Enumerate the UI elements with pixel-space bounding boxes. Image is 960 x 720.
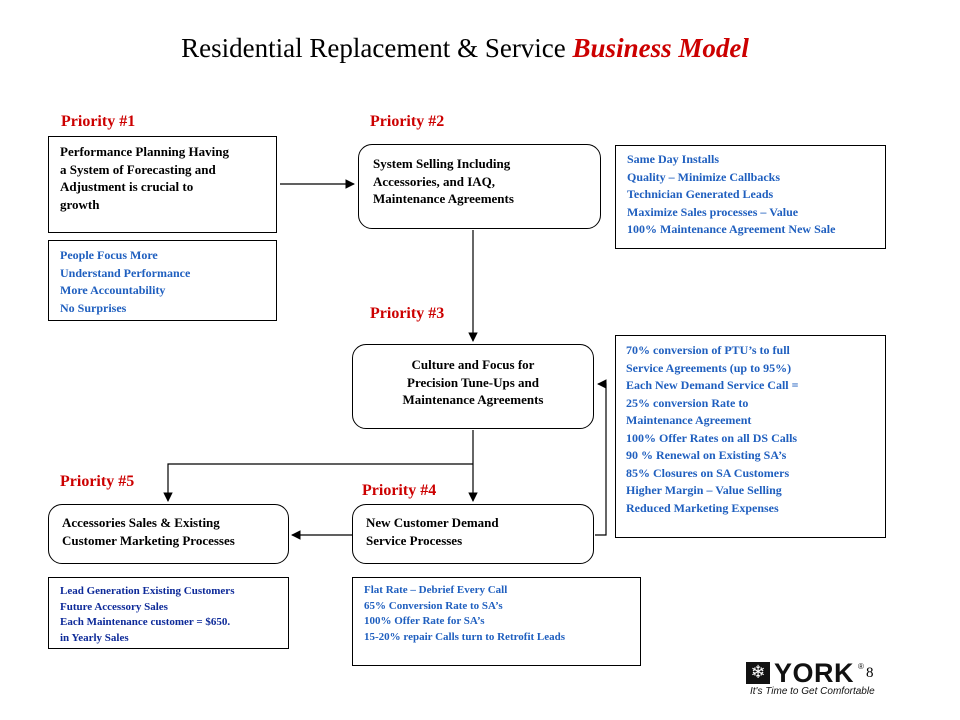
- box-line: Culture and Focus for: [411, 357, 535, 372]
- box-line: Quality – Minimize Callbacks: [627, 169, 780, 184]
- page-title: Residential Replacement & Service Busine…: [0, 30, 930, 66]
- box-line: Maximize Sales processes – Value: [627, 204, 799, 219]
- box-line: 100% Offer Rates on all DS Calls: [626, 430, 798, 445]
- box-line: 70% conversion of PTU’s to full: [626, 343, 790, 357]
- box-line: Adjustment is crucial to: [60, 179, 194, 194]
- page-number: 8: [866, 665, 874, 681]
- box-line: Same Day Installs: [627, 152, 720, 166]
- title-main: Residential Replacement & Service: [181, 33, 566, 63]
- flat-rate-box: Flat Rate – Debrief Every Call 65% Conve…: [352, 577, 641, 666]
- box-line: Reduced Marketing Expenses: [626, 500, 779, 515]
- box-line: in Yearly Sales: [60, 631, 129, 644]
- same-day-installs-box: Same Day Installs Quality – Minimize Cal…: [615, 145, 886, 249]
- box-line: Performance Planning Having: [60, 144, 229, 159]
- box-line: People Focus More: [60, 248, 158, 262]
- box-line: Service Processes: [366, 532, 463, 548]
- box-line: Flat Rate – Debrief Every Call: [364, 584, 508, 596]
- box-line: Each Maintenance customer = $650.: [60, 616, 231, 628]
- box-line: Maintenance Agreements: [402, 392, 544, 407]
- box-line: Service Agreements (up to 95%): [626, 360, 792, 375]
- york-logo: ❄ YORK ® It's Time to Get Comfortable: [744, 658, 875, 700]
- arrow-to-p5: [163, 463, 473, 502]
- priority-4-label: Priority #4: [362, 482, 437, 499]
- system-selling-box: System Selling Including Accessories, an…: [358, 144, 601, 229]
- conversion-metrics-box: 70% conversion of PTU’s to full Service …: [615, 335, 886, 538]
- box-line: Each New Demand Service Call =: [626, 378, 799, 392]
- logo-tagline: It's Time to Get Comfortable: [750, 686, 875, 697]
- box-line: Customer Marketing Processes: [62, 532, 235, 548]
- box-line: Lead Generation Existing Customers: [60, 585, 235, 597]
- box-line: Accessories Sales & Existing: [62, 515, 220, 530]
- box-line: a System of Forecasting and: [60, 161, 216, 177]
- box-line: 65% Conversion Rate to SA’s: [364, 599, 503, 612]
- snowflake-icon: ❄: [746, 662, 770, 684]
- priority-1-label: Priority #1: [61, 113, 136, 130]
- box-line: Accessories, and IAQ,: [373, 173, 496, 189]
- arrow-feedback-to-p3: [595, 379, 607, 536]
- box-line: Precision Tune-Ups and: [407, 374, 539, 390]
- box-line: 25% conversion Rate to: [626, 395, 749, 410]
- box-line: Future Accessory Sales: [60, 600, 168, 613]
- logo-word: YORK: [774, 658, 855, 688]
- box-line: New Customer Demand: [366, 515, 499, 530]
- people-focus-box: People Focus More Understand Performance…: [48, 240, 277, 321]
- box-line: 100% Offer Rate for SA’s: [364, 615, 485, 627]
- box-line: Maintenance Agreement: [626, 413, 752, 427]
- box-line: Higher Margin – Value Selling: [626, 483, 782, 497]
- box-line: 15-20% repair Calls turn to Retrofit Lea…: [364, 630, 566, 643]
- box-line: More Accountability: [60, 283, 166, 297]
- box-line: 100% Maintenance Agreement New Sale: [627, 222, 836, 236]
- box-line: 90 % Renewal on Existing SA’s: [626, 448, 787, 462]
- logo-registered-mark: ®: [858, 662, 864, 671]
- priority-3-label: Priority #3: [370, 305, 445, 322]
- new-customer-demand-box: New Customer Demand Service Processes: [352, 504, 594, 564]
- culture-focus-box: Culture and Focus for Precision Tune-Ups…: [352, 344, 594, 429]
- title-emphasis: Business Model: [572, 33, 749, 63]
- performance-planning-box: Performance Planning Having a System of …: [48, 136, 277, 233]
- box-line: No Surprises: [60, 300, 127, 315]
- lead-generation-box: Lead Generation Existing Customers Futur…: [48, 577, 289, 649]
- box-line: Understand Performance: [60, 265, 191, 280]
- box-line: Maintenance Agreements: [373, 191, 514, 206]
- accessories-sales-box: Accessories Sales & Existing Customer Ma…: [48, 504, 289, 564]
- box-line: growth: [60, 196, 100, 212]
- box-line: 85% Closures on SA Customers: [626, 465, 790, 480]
- priority-2-label: Priority #2: [370, 113, 445, 130]
- box-line: Technician Generated Leads: [627, 187, 774, 201]
- priority-5-label: Priority #5: [60, 473, 135, 490]
- box-line: System Selling Including: [373, 156, 511, 171]
